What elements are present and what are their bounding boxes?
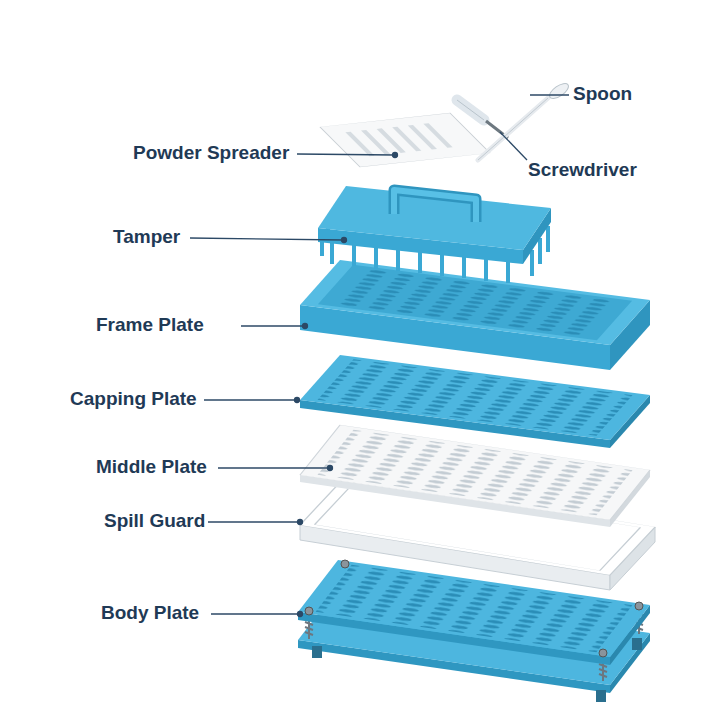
- screw-head: [341, 560, 349, 568]
- capping-plate: [300, 355, 650, 448]
- leader-dot: [303, 324, 308, 329]
- part-label: Frame Plate: [96, 313, 204, 337]
- leader-dot: [295, 398, 300, 403]
- tamper-handle: [394, 190, 476, 222]
- spoon: [478, 81, 571, 160]
- leader-dot: [328, 466, 333, 471]
- part-label: Screwdriver: [528, 158, 637, 182]
- leader-line: [530, 94, 569, 95]
- part-label: Powder Spreader: [133, 141, 289, 165]
- guard-wall: [300, 525, 610, 590]
- tamper-handle: [394, 190, 476, 222]
- part-label: Capping Plate: [70, 387, 197, 411]
- part-label: Spill Guard: [104, 509, 205, 533]
- leader-line: [204, 399, 297, 400]
- leader-dot: [298, 520, 303, 525]
- leader-line: [218, 467, 330, 468]
- foot: [596, 690, 606, 702]
- tamper: [318, 186, 551, 283]
- part-label: Spoon: [573, 82, 632, 106]
- part-label: Tamper: [113, 225, 180, 249]
- frame-plate: [300, 260, 650, 370]
- part-label: Middle Plate: [96, 455, 207, 479]
- leader-line: [241, 325, 305, 326]
- powder-spreader: [320, 113, 490, 167]
- tray-top: [300, 260, 650, 345]
- screw-head: [599, 649, 607, 657]
- leader-line: [190, 238, 344, 240]
- part-label: Body Plate: [101, 601, 199, 625]
- leader-dot: [342, 238, 347, 243]
- leader-lines: [190, 95, 569, 617]
- leader-line: [208, 521, 300, 522]
- leader-line: [297, 154, 395, 155]
- foot: [632, 638, 642, 650]
- screw-head: [635, 602, 643, 610]
- leader-line: [500, 132, 527, 160]
- tamper-top: [318, 186, 551, 250]
- leader-line: [211, 613, 300, 614]
- leader-dot: [298, 612, 303, 617]
- screw-head: [305, 607, 313, 615]
- leader-dot: [393, 153, 398, 158]
- foot: [312, 646, 322, 658]
